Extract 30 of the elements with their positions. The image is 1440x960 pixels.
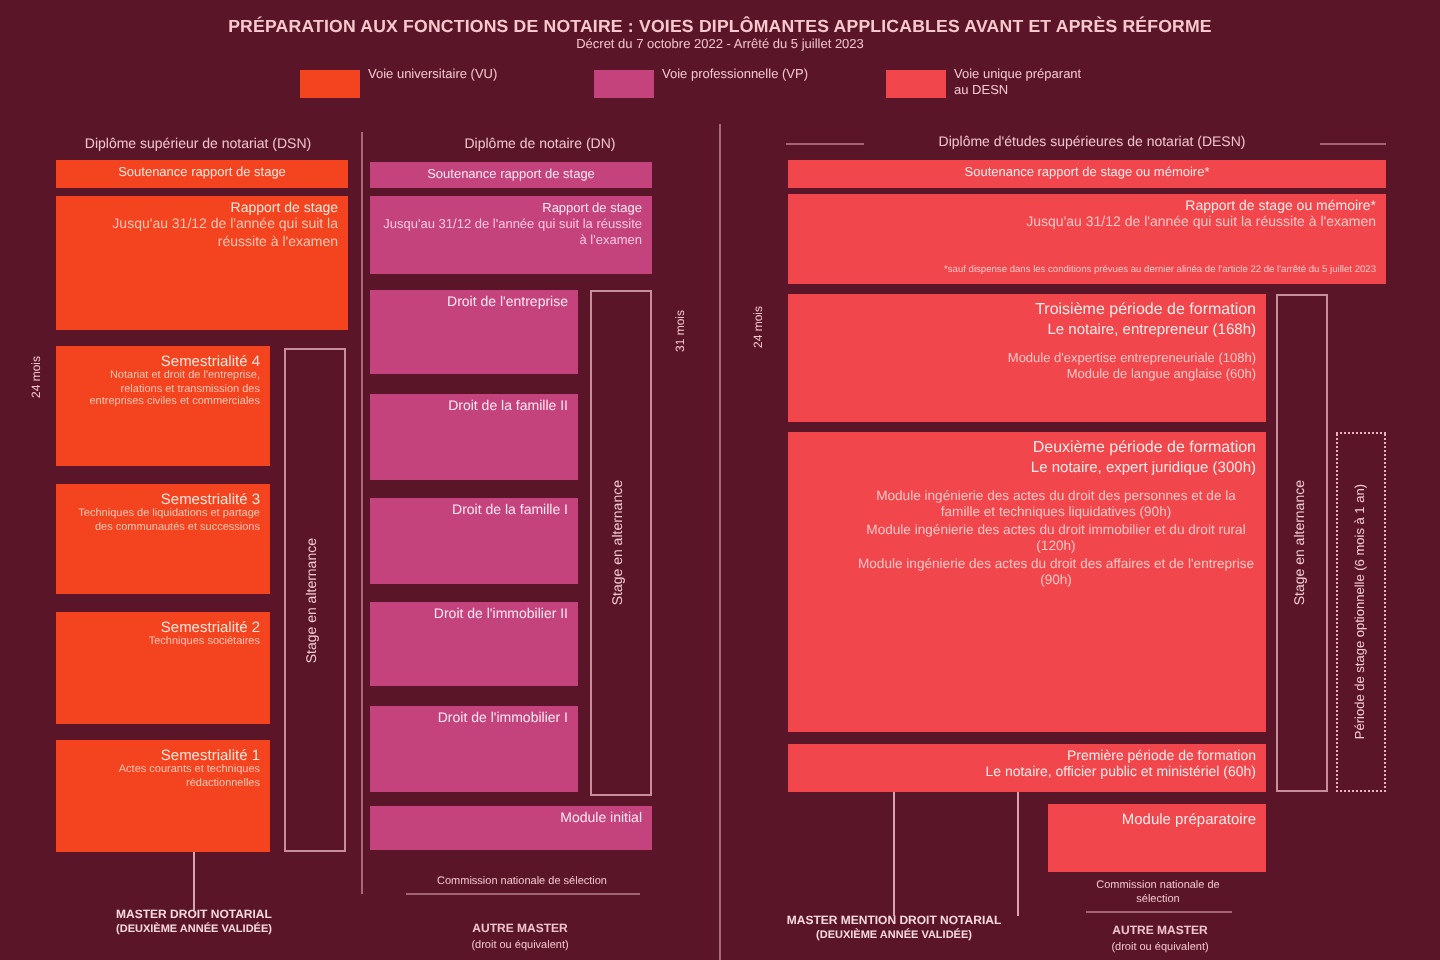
semester-box (56, 346, 270, 466)
report-box (370, 196, 652, 274)
defense-bar (56, 160, 348, 188)
title-text: PRÉPARATION AUX FONCTIONS DE NOTAIRE : VOIES DIPLÔMANTES APPLICABLES AVANT ET APRÈS RÉFORME (226, 16, 1214, 36)
report-box (788, 194, 1386, 284)
module-box (370, 706, 578, 792)
box-title: Deuxième période de formation (1032, 438, 1256, 458)
semester-box (56, 612, 270, 724)
period-box (788, 294, 1266, 422)
semester-box (56, 740, 270, 852)
defense-bar (370, 162, 652, 188)
connector-line (193, 851, 195, 911)
period-box (788, 744, 1266, 792)
module-box (1048, 804, 1266, 872)
period-box (788, 432, 1266, 732)
module-box (370, 394, 578, 480)
internship-box (284, 348, 346, 852)
defense-bar (788, 160, 1386, 188)
internship-box (1276, 294, 1328, 792)
module-box (370, 498, 578, 584)
box-title: Troisième période de formation (1035, 300, 1256, 320)
semester-box (56, 484, 270, 594)
module-box (370, 602, 578, 686)
connector-line (893, 791, 895, 917)
module-box (370, 290, 578, 374)
connector-line (1017, 791, 1019, 917)
optional-period-box (1336, 432, 1386, 792)
internship-box (590, 290, 652, 796)
report-box (56, 196, 348, 330)
module-box (370, 806, 652, 850)
